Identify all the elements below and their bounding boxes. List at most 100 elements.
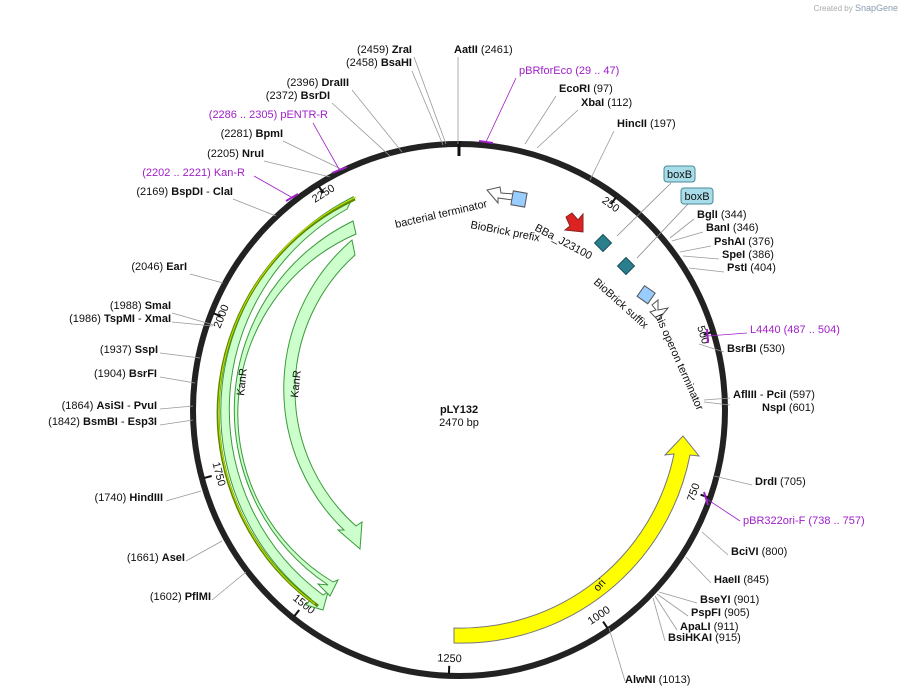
biobrick-prefix-label: BioBrick prefix	[469, 219, 541, 244]
svg-text:BanI (346): BanI (346)	[706, 222, 759, 234]
svg-text:(2286 .. 2305) pENTR-R: (2286 .. 2305) pENTR-R	[209, 109, 328, 121]
enzyme-site-right[interactable]: AflIII - PciI (597)	[703, 389, 815, 401]
bacterial-terminator-feature[interactable]	[486, 186, 528, 208]
enzyme-site-left[interactable]: (1937) SspI	[100, 344, 201, 359]
svg-text:pBRforEco (29 .. 47): pBRforEco (29 .. 47)	[519, 65, 619, 77]
kanr-inner-feature[interactable]	[233, 220, 363, 597]
enzyme-site-left[interactable]: (2372) BsrDI	[266, 90, 391, 157]
bba-j23100-label: BBa_J23100	[533, 222, 594, 262]
enzyme-site-left[interactable]: (2046) EarI	[131, 261, 224, 284]
svg-text:boxB: boxB	[684, 191, 709, 203]
snapgene-logo: SnapGene	[854, 3, 898, 13]
primer-site[interactable]: pBR322ori-F (738 .. 757)	[703, 491, 865, 527]
svg-text:(2205) NruI: (2205) NruI	[207, 148, 264, 160]
enzyme-site-right[interactable]: NspI (601)	[703, 401, 815, 414]
kanr-outer-feature[interactable]	[216, 195, 357, 611]
primer-site[interactable]: L4440 (487 .. 504)	[706, 324, 840, 344]
svg-text:ApaLI (911): ApaLI (911)	[680, 621, 738, 633]
enzyme-site-left[interactable]: (1602) PflMI	[150, 571, 247, 603]
enzyme-site-right[interactable]: BanI (346)	[671, 222, 759, 242]
enzyme-site-right[interactable]: PstI (404)	[688, 262, 776, 274]
enzyme-site-right[interactable]: AlwNI (1013)	[608, 627, 690, 686]
svg-text:L4440 (487 .. 504): L4440 (487 .. 504)	[750, 324, 840, 336]
enzyme-site-right[interactable]: BsiHKAI (915)	[652, 597, 741, 644]
enzyme-site-left[interactable]: (1986) TspMI - XmaI	[69, 313, 214, 327]
svg-text:PspFI (905): PspFI (905)	[691, 607, 750, 619]
tick-mark	[602, 621, 609, 629]
svg-text:(2396) DraIII: (2396) DraIII	[287, 77, 349, 89]
primer-site[interactable]: pBRforEco (29 .. 47)	[478, 65, 619, 144]
svg-text:(2281) BpmI: (2281) BpmI	[221, 128, 283, 140]
boxb-marker-1[interactable]	[593, 233, 613, 253]
enzyme-site-left[interactable]: (1661) AseI	[127, 540, 223, 564]
svg-text:NspI (601): NspI (601)	[762, 402, 815, 414]
enzyme-site-right[interactable]: BsrBI (530)	[698, 343, 785, 355]
boxb-marker-2[interactable]	[616, 256, 636, 276]
biobrick-suffix-box[interactable]	[636, 284, 656, 305]
kanr-label-outer: KanR	[235, 368, 250, 397]
enzyme-site-right[interactable]: BciVI (800)	[701, 531, 787, 558]
svg-text:EcoRI (97): EcoRI (97)	[559, 83, 613, 95]
enzyme-site-right[interactable]: EcoRI (97)	[524, 83, 613, 145]
enzyme-site-right[interactable]: SpeI (386)	[682, 249, 774, 261]
enzyme-site-left[interactable]: (2281) BpmI	[221, 128, 344, 171]
enzyme-site-left[interactable]: (2396) DraIII	[287, 77, 403, 153]
svg-text:XbaI (112): XbaI (112)	[581, 97, 632, 109]
svg-text:(1661) AseI: (1661) AseI	[127, 552, 185, 564]
tick-mark	[610, 197, 617, 205]
bba-j23100-promoter[interactable]	[563, 212, 584, 233]
biobrick-prefix-box[interactable]	[510, 190, 528, 208]
svg-text:(1602) PflMI: (1602) PflMI	[150, 591, 211, 603]
biobrick-suffix-label: BioBrick suffix	[591, 276, 651, 331]
enzyme-site-right[interactable]: DrdI (705)	[713, 475, 806, 488]
svg-text:AatII (2461): AatII (2461)	[454, 44, 513, 56]
enzyme-site-right[interactable]: AatII (2461)	[454, 44, 513, 144]
enzyme-site-left[interactable]: (2205) NruI	[207, 148, 331, 178]
svg-text:(1937) SspI: (1937) SspI	[100, 344, 158, 356]
primer-site[interactable]: (2202 .. 2221) Kan-R	[142, 167, 299, 202]
enzyme-site-left[interactable]: (1864) AsiSI - PvuI	[62, 400, 194, 412]
svg-text:BsrBI (530): BsrBI (530)	[727, 343, 785, 355]
boxb-callout-1[interactable]: boxB	[663, 165, 696, 183]
svg-text:BglI (344): BglI (344)	[697, 209, 747, 221]
enzyme-site-right[interactable]: XbaI (112)	[536, 97, 632, 149]
svg-text:(1864) AsiSI - PvuI: (1864) AsiSI - PvuI	[62, 400, 157, 412]
enzyme-site-left[interactable]: (1740) HindIII	[95, 490, 202, 504]
svg-text:(2372) BsrDI: (2372) BsrDI	[266, 90, 330, 102]
svg-text:(2458) BsaHI: (2458) BsaHI	[346, 57, 412, 69]
right-enzyme-labels: AatII (2461) EcoRI (97) XbaI (112) HincII (…	[454, 44, 815, 686]
snapgene-credit: Created by SnapGene	[813, 3, 898, 13]
svg-text:(1904) BsrFI: (1904) BsrFI	[94, 368, 157, 380]
boxb-callout-2[interactable]: boxB	[680, 187, 714, 205]
enzyme-site-right[interactable]: HaeII (845)	[685, 556, 769, 586]
svg-text:HincII (197): HincII (197)	[617, 118, 676, 130]
tick-mark	[203, 475, 212, 480]
enzyme-site-left[interactable]: (2169) BspDI - ClaI	[136, 186, 277, 217]
boxb-connector-1	[616, 182, 672, 237]
enzyme-site-left[interactable]: (1904) BsrFI	[94, 368, 196, 384]
enzyme-site-right[interactable]: ApaLI (911)	[654, 595, 738, 633]
svg-text:(1740) HindIII: (1740) HindIII	[95, 492, 163, 504]
tick-mark	[318, 185, 324, 194]
enzyme-site-left[interactable]: (1842) BsmBI - Esp3I	[48, 416, 194, 428]
enzyme-site-right[interactable]: BseYI (901)	[658, 591, 759, 606]
enzyme-site-right[interactable]: BglI (344)	[669, 209, 747, 239]
svg-text:(1842) BsmBI - Esp3I: (1842) BsmBI - Esp3I	[48, 416, 157, 428]
svg-text:DrdI (705): DrdI (705)	[755, 476, 806, 488]
svg-text:(2459) ZraI: (2459) ZraI	[357, 44, 412, 56]
svg-text:(1986) TspMI - XmaI: (1986) TspMI - XmaI	[69, 313, 171, 325]
plasmid-length: 2470 bp	[439, 417, 479, 429]
ori-feature[interactable]	[453, 435, 701, 644]
enzyme-site-right[interactable]: PspFI (905)	[656, 593, 750, 619]
enzyme-site-right[interactable]: HincII (197)	[589, 118, 676, 181]
enzyme-site-left[interactable]: (2458) BsaHI	[346, 57, 444, 146]
enzyme-site-left[interactable]: (1988) SmaI	[110, 300, 215, 326]
tick-label: 1250	[437, 652, 462, 665]
kanr-label-inner: KanR	[289, 370, 304, 399]
left-enzyme-labels: (2459) ZraI(2458) BsaHI (2396) DraIII(237…	[48, 44, 447, 603]
enzyme-site-left[interactable]: (2459) ZraI	[357, 44, 447, 145]
his-operon-terminator-feature[interactable]	[636, 284, 670, 321]
primer-site[interactable]: (2286 .. 2305) pENTR-R	[209, 109, 348, 174]
enzyme-site-right[interactable]: PshAI (376)	[679, 236, 774, 253]
